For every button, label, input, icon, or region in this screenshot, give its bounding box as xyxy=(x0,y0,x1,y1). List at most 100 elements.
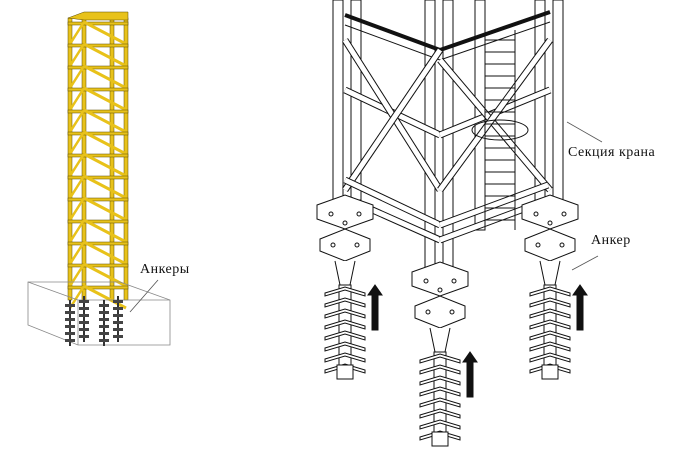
bolt-hole xyxy=(533,211,539,217)
tower-diagonal xyxy=(83,218,127,244)
anchor-rib xyxy=(529,308,571,319)
foundation-block xyxy=(27,281,171,346)
anchor-plate xyxy=(79,307,89,310)
tower-brace xyxy=(67,197,129,202)
base-plate xyxy=(411,261,469,297)
tower-brace xyxy=(67,175,129,180)
tower-diagonal xyxy=(68,21,86,45)
tower-brace xyxy=(67,21,129,26)
anchor-rib xyxy=(419,397,461,408)
tower-brace xyxy=(67,285,129,290)
anchor-neck xyxy=(429,327,451,353)
anchor-plate xyxy=(79,321,89,324)
label-anchor: Анкер xyxy=(591,233,631,248)
anchor-plate xyxy=(113,307,123,310)
bolt-hole xyxy=(547,220,553,226)
tower-diagonal xyxy=(68,153,86,177)
tower-diagonal xyxy=(83,240,127,266)
up-arrow-icon xyxy=(572,284,588,331)
anchor-plate xyxy=(65,311,75,314)
bolt-hole xyxy=(451,278,457,284)
anchor-plate xyxy=(99,325,109,328)
tower-diagonal xyxy=(68,197,86,221)
label-crane-section: Секция крана xyxy=(568,145,656,160)
anchor-rib xyxy=(419,419,461,430)
tower-top xyxy=(67,11,129,21)
tower-diagonal xyxy=(83,174,127,200)
tower-column xyxy=(123,17,129,301)
tower-diagonal xyxy=(68,43,86,67)
up-arrow-icon xyxy=(462,351,478,398)
anchor-neck xyxy=(539,260,561,286)
tower-diagonal xyxy=(83,108,127,134)
bolt-hole xyxy=(437,287,443,293)
anchor-plate xyxy=(65,332,75,335)
leader-crane-section xyxy=(566,121,603,143)
anchor-rib xyxy=(324,297,366,308)
anchor-rib xyxy=(324,308,366,319)
anchor-rib xyxy=(324,286,366,297)
anchor-plate xyxy=(524,228,576,262)
brace-fill xyxy=(439,182,549,228)
tower-diagonal xyxy=(68,65,86,89)
anchor-plate xyxy=(79,314,89,317)
tower-brace xyxy=(67,109,129,114)
bolt-hole xyxy=(423,278,429,284)
left-anchor-bolts xyxy=(65,296,123,346)
tower-column xyxy=(67,17,73,301)
anchor-plate xyxy=(99,332,109,335)
bolt-hole xyxy=(328,211,334,217)
anchor-plate xyxy=(319,228,371,262)
anchor-rib xyxy=(529,341,571,352)
base-plate xyxy=(521,194,579,230)
anchor-rib xyxy=(324,352,366,363)
brace-fill xyxy=(438,58,552,192)
anchor-plate xyxy=(65,304,75,307)
tower-diagonal xyxy=(83,152,127,178)
bolt-hole xyxy=(449,309,455,315)
anchor-plate xyxy=(99,339,109,342)
anchor-plate xyxy=(113,335,123,338)
tower-diagonal xyxy=(68,131,86,155)
yellow-tower-illustration xyxy=(67,11,129,310)
tower-diagonal xyxy=(83,262,127,288)
anchor-rib xyxy=(419,364,461,375)
tower-column xyxy=(332,0,344,201)
anchor-rib xyxy=(419,353,461,364)
anchor-plate xyxy=(113,328,123,331)
anchor-plate xyxy=(79,328,89,331)
anchor-plate xyxy=(414,295,466,329)
tower-column xyxy=(552,0,564,201)
bolt-hole xyxy=(330,242,336,248)
brace-fill xyxy=(437,38,553,192)
crane-section-illustration xyxy=(316,0,588,447)
brace-fill xyxy=(342,48,443,192)
tower-diagonal xyxy=(68,175,86,199)
tower-diagonal xyxy=(83,20,127,46)
anchor-rib xyxy=(324,341,366,352)
tower-diagonal xyxy=(68,109,86,133)
label-anchors: Анкеры xyxy=(140,262,190,277)
tower-brace xyxy=(67,219,129,224)
anchor-rib xyxy=(419,386,461,397)
up-arrow-icon xyxy=(367,284,383,331)
anchor-plate xyxy=(113,300,123,303)
leader-anchor xyxy=(571,255,599,271)
tower-brace xyxy=(67,43,129,48)
anchor-plate xyxy=(65,339,75,342)
tower-diagonal xyxy=(83,196,127,222)
leader-anchors xyxy=(129,279,159,313)
anchor-foot xyxy=(541,364,559,380)
bolt-hole xyxy=(354,242,360,248)
tower-diagonal xyxy=(83,42,127,68)
tower-column xyxy=(81,17,87,301)
anchor-plate xyxy=(113,321,123,324)
anchor-foot xyxy=(336,364,354,380)
brace-fill xyxy=(343,177,442,228)
anchor-neck xyxy=(334,260,356,286)
anchor-rib xyxy=(324,330,366,341)
tower-diagonal xyxy=(68,219,86,243)
tower-brace xyxy=(67,65,129,70)
